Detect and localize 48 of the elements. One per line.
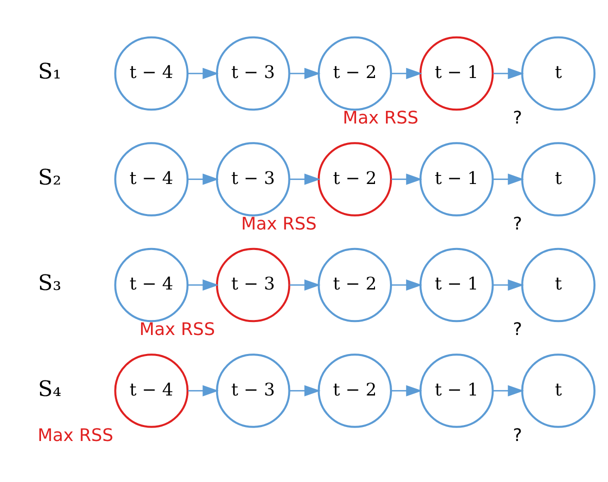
node-circle: t − 3: [216, 353, 290, 428]
arrow: [493, 384, 524, 396]
arrow: [493, 173, 524, 184]
node-circle: t − 2: [318, 353, 392, 428]
label: S₂: [38, 164, 62, 190]
arrow: [188, 173, 219, 184]
node-circle: t: [521, 142, 596, 216]
node-circle: t − 2: [318, 247, 392, 322]
label: S₄: [38, 376, 62, 402]
node-circle: t: [521, 353, 596, 428]
node-label: Max RSS: [342, 108, 418, 128]
arrow: [290, 384, 320, 396]
node-circle: t − 4: [114, 36, 189, 110]
arrow: [188, 67, 219, 79]
node-label: ?: [512, 214, 522, 234]
node-label: ?: [512, 425, 522, 446]
arrow: [493, 67, 524, 79]
node-circle: t − 3: [216, 247, 290, 322]
node-label: ?: [512, 320, 522, 340]
node-circle: t − 4: [114, 353, 189, 428]
node-label: Max RSS: [139, 320, 215, 340]
arrow: [188, 384, 219, 396]
arrow: [290, 278, 320, 290]
node-circle: t − 1: [419, 142, 494, 216]
node-circle: t − 1: [419, 353, 494, 428]
arrow: [188, 278, 219, 290]
arrow: [493, 278, 524, 290]
node-circle: t − 2: [318, 36, 392, 110]
arrow: [290, 173, 320, 184]
label: S₃: [38, 270, 62, 296]
arrow: [391, 384, 422, 396]
node-label: ?: [512, 108, 522, 128]
node-circle: t − 3: [216, 36, 290, 110]
arrow: [391, 173, 422, 184]
node-circle: t − 1: [419, 36, 494, 110]
node-circle: t − 3: [216, 142, 290, 216]
node-circle: t: [521, 36, 596, 110]
node-label: Max RSS: [241, 214, 317, 234]
node-circle: t: [521, 247, 596, 322]
node-circle: t − 4: [114, 247, 189, 322]
node-circle: t − 4: [114, 142, 189, 216]
arrow: [391, 67, 422, 79]
node-circle: t − 1: [419, 247, 494, 322]
arrow: [391, 278, 422, 290]
label: S₁: [38, 59, 62, 84]
node-circle: t − 2: [318, 142, 392, 216]
arrow: [290, 67, 320, 79]
node-label: Max RSS: [38, 425, 114, 446]
